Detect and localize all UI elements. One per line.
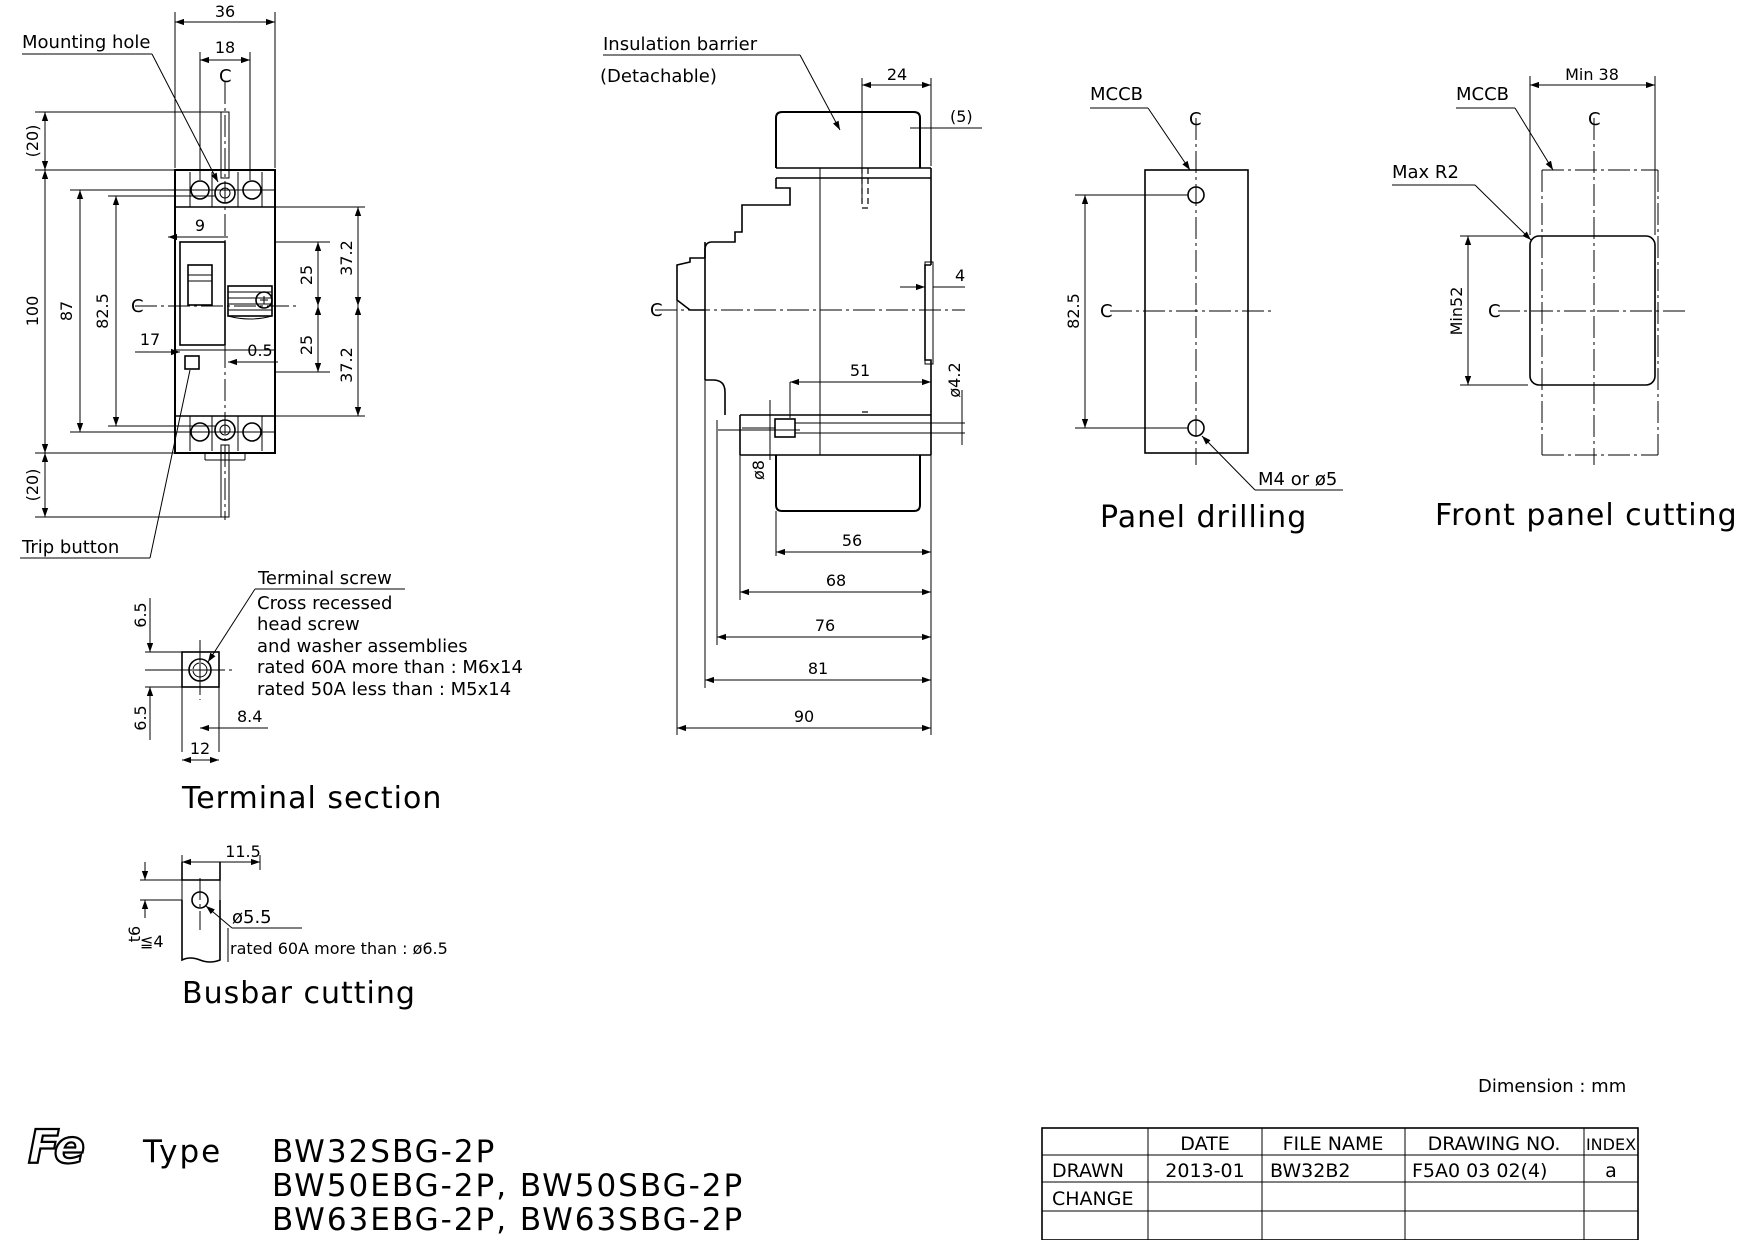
dim-top-20: (20) — [23, 125, 42, 158]
tb-row-drawn-date: 2013-01 — [1165, 1160, 1244, 1182]
model-line-2: BW50EBG-2P, BW50SBG-2P — [272, 1168, 744, 1204]
tb-header-file-name: FILE NAME — [1283, 1133, 1384, 1155]
label-mccb-cutting: MCCB — [1456, 84, 1509, 105]
centerline-mark: C — [1488, 301, 1501, 322]
front-panel-cutting: C C Min 38 MCCB Max R2 Min52 Front panel… — [1392, 65, 1738, 533]
dim-d4-2: ø4.2 — [945, 362, 964, 397]
dim-25-top: 25 — [297, 265, 316, 285]
label-max-r2: Max R2 — [1392, 162, 1459, 183]
title-terminal-section: Terminal section — [181, 781, 442, 816]
screw-desc-line-1: Cross recessed — [257, 593, 392, 614]
dim-37-2-top: 37.2 — [337, 240, 356, 276]
dimension-unit: Dimension : mm — [1478, 1076, 1626, 1097]
type-label: Type — [142, 1134, 222, 1170]
dim-87: 87 — [57, 301, 76, 321]
label-m4-or-5: M4 or ø5 — [1258, 469, 1337, 490]
tb-header-drawing-no: DRAWING NO. — [1428, 1133, 1561, 1155]
label-busbar-dia: ø5.5 — [232, 907, 272, 928]
tb-row-drawn-index: a — [1605, 1160, 1617, 1182]
screw-desc-line-2: head screw — [257, 614, 360, 635]
dim-36: 36 — [215, 2, 235, 21]
tb-row-drawn-file: BW32B2 — [1270, 1160, 1350, 1182]
tb-row-drawn-label: DRAWN — [1052, 1160, 1124, 1182]
screw-desc-line-4: rated 60A more than : M6x14 — [257, 657, 523, 678]
dim-24: 24 — [887, 65, 907, 84]
centerline-mark: C — [131, 296, 144, 317]
dim-76: 76 — [815, 616, 835, 635]
label-trip-button: Trip button — [21, 537, 119, 558]
screw-desc-line-3: and washer assemblies — [257, 636, 468, 657]
title-busbar-cutting: Busbar cutting — [182, 976, 416, 1011]
tb-header-index: INDEX — [1586, 1135, 1636, 1154]
fe-logo: Fe — [27, 1119, 87, 1175]
dim-panel-82-5: 82.5 — [1064, 293, 1083, 329]
dim-90: 90 — [794, 707, 814, 726]
centerline-mark: C — [650, 300, 663, 321]
dim-18: 18 — [215, 38, 235, 57]
title-front-panel-cutting: Front panel cutting — [1435, 498, 1738, 533]
model-line-3: BW63EBG-2P, BW63SBG-2P — [272, 1202, 744, 1238]
dim-25-bot: 25 — [297, 335, 316, 355]
side-view-dimensions: Insulation barrier (Detachable) 24 (5) 4… — [600, 34, 982, 735]
dim-9: 9 — [195, 216, 205, 235]
panel-drilling: C C MCCB 82.5 M4 or ø5 Panel drilling — [1064, 84, 1343, 535]
dim-51: 51 — [850, 361, 870, 380]
dim-0-5: 0.5 — [247, 341, 272, 360]
centerline-mark: C — [1189, 109, 1202, 130]
label-busbar-rating: rated 60A more than : ø6.5 — [230, 939, 448, 958]
tb-row-change-label: CHANGE — [1052, 1188, 1134, 1210]
label-terminal-screw: Terminal screw — [257, 568, 392, 589]
front-view-dimensions: 36 18 C Mounting hole (20) 100 (20) 87 8… — [20, 2, 365, 559]
label-detachable: (Detachable) — [600, 66, 717, 87]
dim-81: 81 — [808, 659, 828, 678]
footer: Dimension : mm Fe Type BW32SBG-2P BW50EB… — [27, 1076, 1639, 1240]
tb-row-drawn-drawing-no: F5A0 03 02(4) — [1412, 1160, 1547, 1182]
centerline-mark: C — [219, 66, 232, 87]
dim-5: (5) — [950, 107, 973, 126]
dim-56: 56 — [842, 531, 862, 550]
dim-bot-20: (20) — [23, 469, 42, 502]
side-view — [655, 111, 965, 512]
busbar-cutting: 11.5 t6 ≦4 ø5.5 rated 60A more than : ø6… — [125, 842, 448, 1011]
dim-4: 4 — [955, 266, 965, 285]
dim-82-5: 82.5 — [93, 293, 112, 329]
dim-t6: t6 — [125, 926, 144, 942]
label-insulation-barrier: Insulation barrier — [603, 34, 758, 55]
model-line-1: BW32SBG-2P — [272, 1134, 496, 1170]
dim-min-38: Min 38 — [1565, 65, 1619, 84]
centerline-mark: C — [1100, 301, 1113, 322]
dim-17: 17 — [140, 330, 160, 349]
dim-68: 68 — [826, 571, 846, 590]
dim-100: 100 — [23, 296, 42, 327]
dim-12: 12 — [190, 739, 210, 758]
dim-37-2-bot: 37.2 — [337, 347, 356, 383]
tb-header-date: DATE — [1180, 1133, 1229, 1155]
centerline-mark: C — [1588, 109, 1601, 130]
dim-d8: ø8 — [749, 460, 768, 480]
screw-desc-line-5: rated 50A less than : M5x14 — [257, 679, 511, 700]
dim-6-5-top: 6.5 — [131, 602, 150, 627]
dim-11-5: 11.5 — [225, 842, 261, 861]
logo-text: Fe — [28, 1120, 84, 1174]
dim-6-5-bot: 6.5 — [131, 705, 150, 730]
dim-8-4: 8.4 — [237, 707, 262, 726]
front-view — [135, 82, 300, 520]
label-mccb-drilling: MCCB — [1090, 84, 1143, 105]
label-mounting-hole: Mounting hole — [22, 32, 150, 53]
dim-le-4: ≦4 — [140, 932, 164, 951]
title-panel-drilling: Panel drilling — [1100, 500, 1307, 535]
terminal-section: 6.5 6.5 8.4 12 Terminal screw Cross rece… — [131, 568, 523, 816]
title-block: DATE FILE NAME DRAWING NO. INDEX DRAWN 2… — [1041, 1127, 1639, 1240]
dim-min-52: Min52 — [1447, 287, 1466, 336]
